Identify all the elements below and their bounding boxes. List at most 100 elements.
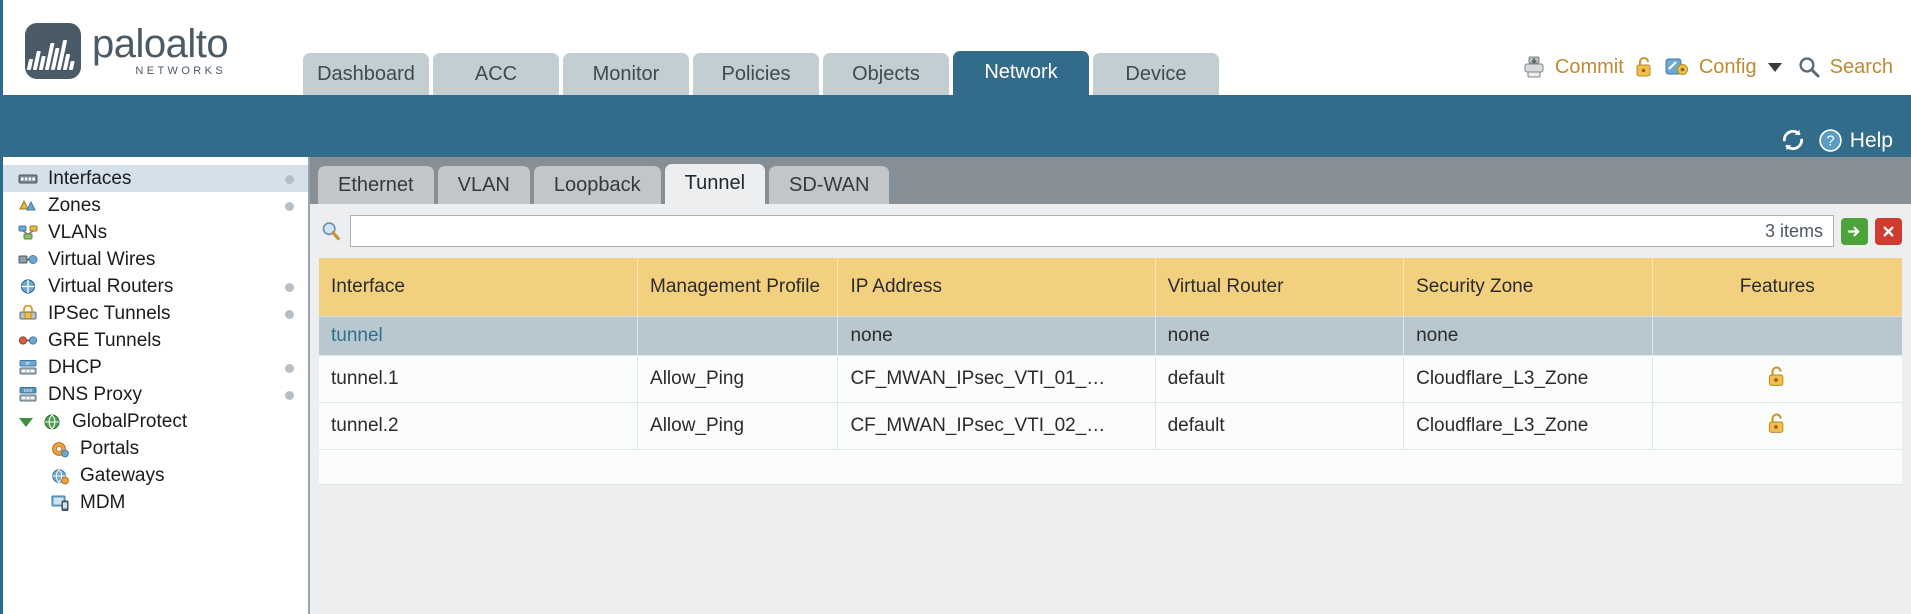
column-management-profile[interactable]: Management Profile bbox=[637, 258, 839, 317]
sidebar-item-dns-proxy[interactable]: DNS DNS Proxy bbox=[3, 381, 308, 408]
item-count-label: 3 items bbox=[1764, 220, 1823, 241]
portals-icon bbox=[49, 439, 71, 459]
sidebar-item-virtual-wires[interactable]: Virtual Wires bbox=[3, 246, 308, 273]
subtab-loopback[interactable]: Loopback bbox=[533, 166, 661, 204]
app-header: paloalto NETWORKS Dashboard ACC Monitor … bbox=[0, 0, 1911, 95]
sidebar-item-mdm[interactable]: MDM bbox=[3, 489, 308, 516]
tunnel-interfaces-table: Interface Management Profile IP Address … bbox=[319, 258, 1902, 485]
vlans-icon bbox=[17, 223, 39, 243]
sidebar-item-label: GRE Tunnels bbox=[48, 329, 161, 351]
search-icon[interactable] bbox=[319, 220, 343, 242]
cell-virtual-router: none bbox=[1155, 316, 1405, 356]
table-row[interactable]: tunnel.1 Allow_Ping CF_MWAN_IPsec_VTI_01… bbox=[319, 355, 1902, 403]
sidebar-item-label: Virtual Wires bbox=[48, 248, 156, 270]
cell-security-zone: none bbox=[1403, 316, 1653, 356]
gre-tunnels-icon bbox=[17, 331, 39, 351]
main-navigation: Dashboard ACC Monitor Policies Objects N… bbox=[303, 0, 1219, 95]
sidebar-item-gateways[interactable]: Gateways bbox=[3, 462, 308, 489]
chevron-down-icon[interactable] bbox=[1767, 62, 1782, 72]
globalprotect-icon bbox=[41, 412, 63, 432]
apply-filter-button[interactable] bbox=[1841, 217, 1868, 245]
table-header-row: Interface Management Profile IP Address … bbox=[319, 258, 1902, 317]
tunnel-panel: 3 items Interface Manageme bbox=[310, 204, 1911, 614]
column-ip-address[interactable]: IP Address bbox=[837, 258, 1156, 317]
commit-icon[interactable] bbox=[1522, 55, 1546, 79]
sidebar-item-label: DNS Proxy bbox=[48, 383, 142, 405]
tab-network[interactable]: Network bbox=[953, 51, 1089, 95]
help-label: Help bbox=[1849, 128, 1893, 152]
cell-security-zone: Cloudflare_L3_Zone bbox=[1403, 402, 1653, 450]
dns-proxy-icon: DNS bbox=[17, 385, 39, 405]
paloalto-logo-icon bbox=[25, 23, 81, 79]
column-interface[interactable]: Interface bbox=[319, 258, 639, 317]
subtab-vlan[interactable]: VLAN bbox=[437, 166, 530, 204]
lock-icon[interactable] bbox=[1633, 55, 1655, 79]
sidebar-item-interfaces[interactable]: Interfaces bbox=[3, 165, 308, 192]
config-key-icon[interactable] bbox=[1664, 55, 1690, 79]
cell-virtual-router: default bbox=[1155, 355, 1405, 403]
table-row[interactable]: tunnel none none none bbox=[319, 316, 1902, 356]
sidebar-item-zones[interactable]: Zones bbox=[3, 192, 308, 219]
sidebar-item-gre-tunnels[interactable]: GRE Tunnels bbox=[3, 327, 308, 354]
tab-objects[interactable]: Objects bbox=[823, 53, 949, 95]
subtab-tunnel[interactable]: Tunnel bbox=[664, 164, 766, 204]
sidebar-item-vlans[interactable]: VLANs bbox=[3, 219, 308, 246]
column-features[interactable]: Features bbox=[1652, 258, 1902, 317]
column-security-zone[interactable]: Security Zone bbox=[1403, 258, 1653, 317]
sidebar-status-dot bbox=[285, 174, 294, 184]
table-row[interactable]: tunnel.2 Allow_Ping CF_MWAN_IPsec_VTI_02… bbox=[319, 402, 1902, 450]
cell-interface[interactable]: tunnel.2 bbox=[319, 402, 639, 450]
clear-filter-button[interactable] bbox=[1875, 217, 1902, 245]
sidebar-item-virtual-routers[interactable]: Virtual Routers bbox=[3, 273, 308, 300]
sidebar-item-globalprotect[interactable]: GlobalProtect bbox=[3, 408, 308, 435]
cell-management-profile: Allow_Ping bbox=[637, 355, 839, 403]
virtual-wires-icon bbox=[17, 250, 39, 270]
cell-interface[interactable]: tunnel bbox=[319, 316, 639, 356]
lock-feature-icon bbox=[1766, 364, 1788, 388]
tab-policies[interactable]: Policies bbox=[693, 53, 819, 95]
sidebar-item-label: Gateways bbox=[80, 464, 165, 486]
column-virtual-router[interactable]: Virtual Router bbox=[1155, 258, 1405, 317]
gateways-icon bbox=[49, 466, 71, 486]
tab-device[interactable]: Device bbox=[1093, 53, 1219, 95]
main-content: Ethernet VLAN Loopback Tunnel SD-WAN 3 i… bbox=[310, 157, 1911, 614]
context-bar: ? Help bbox=[0, 95, 1911, 157]
tab-acc[interactable]: ACC bbox=[433, 53, 559, 95]
subtab-sdwan[interactable]: SD-WAN bbox=[769, 166, 890, 204]
brand-logo: paloalto NETWORKS bbox=[3, 23, 303, 95]
brand-tagline: NETWORKS bbox=[135, 65, 227, 78]
cell-features bbox=[1652, 402, 1902, 450]
table-empty-space bbox=[319, 449, 1902, 485]
help-link[interactable]: ? Help bbox=[1818, 128, 1893, 153]
cell-ip-address: none bbox=[837, 316, 1156, 356]
cell-interface[interactable]: tunnel.1 bbox=[319, 355, 639, 403]
search-icon[interactable] bbox=[1797, 55, 1821, 79]
sidebar-item-label: Portals bbox=[80, 437, 140, 459]
svg-text:?: ? bbox=[1826, 134, 1834, 150]
tab-monitor[interactable]: Monitor bbox=[563, 53, 689, 95]
sidebar-item-label: MDM bbox=[80, 491, 126, 513]
sidebar-navigation: Interfaces Zones VLANs bbox=[3, 157, 310, 614]
sidebar-item-label: VLANs bbox=[48, 221, 108, 243]
filter-bar: 3 items bbox=[319, 213, 1902, 249]
expander-triangle-icon[interactable] bbox=[19, 417, 33, 427]
tab-dashboard[interactable]: Dashboard bbox=[303, 53, 429, 95]
virtual-routers-icon bbox=[17, 277, 39, 297]
config-button[interactable]: Config bbox=[1698, 55, 1757, 78]
subtab-ethernet[interactable]: Ethernet bbox=[318, 166, 434, 204]
search-input[interactable]: 3 items bbox=[350, 215, 1834, 247]
commit-button[interactable]: Commit bbox=[1554, 55, 1624, 78]
mdm-icon bbox=[49, 493, 71, 513]
cell-virtual-router: default bbox=[1155, 402, 1405, 450]
sidebar-item-ipsec-tunnels[interactable]: IPSec Tunnels bbox=[3, 300, 308, 327]
interface-subtabs: Ethernet VLAN Loopback Tunnel SD-WAN bbox=[310, 157, 1911, 204]
svg-text:IP: IP bbox=[26, 361, 30, 366]
sidebar-status-dot bbox=[285, 363, 294, 373]
sidebar-item-portals[interactable]: Portals bbox=[3, 435, 308, 462]
header-actions: Commit Config Search bbox=[1498, 55, 1911, 95]
refresh-icon[interactable] bbox=[1780, 127, 1806, 153]
interfaces-icon bbox=[17, 169, 39, 189]
sidebar-item-dhcp[interactable]: IP DHCP bbox=[3, 354, 308, 381]
cell-security-zone: Cloudflare_L3_Zone bbox=[1403, 355, 1653, 403]
search-button[interactable]: Search bbox=[1829, 55, 1893, 78]
